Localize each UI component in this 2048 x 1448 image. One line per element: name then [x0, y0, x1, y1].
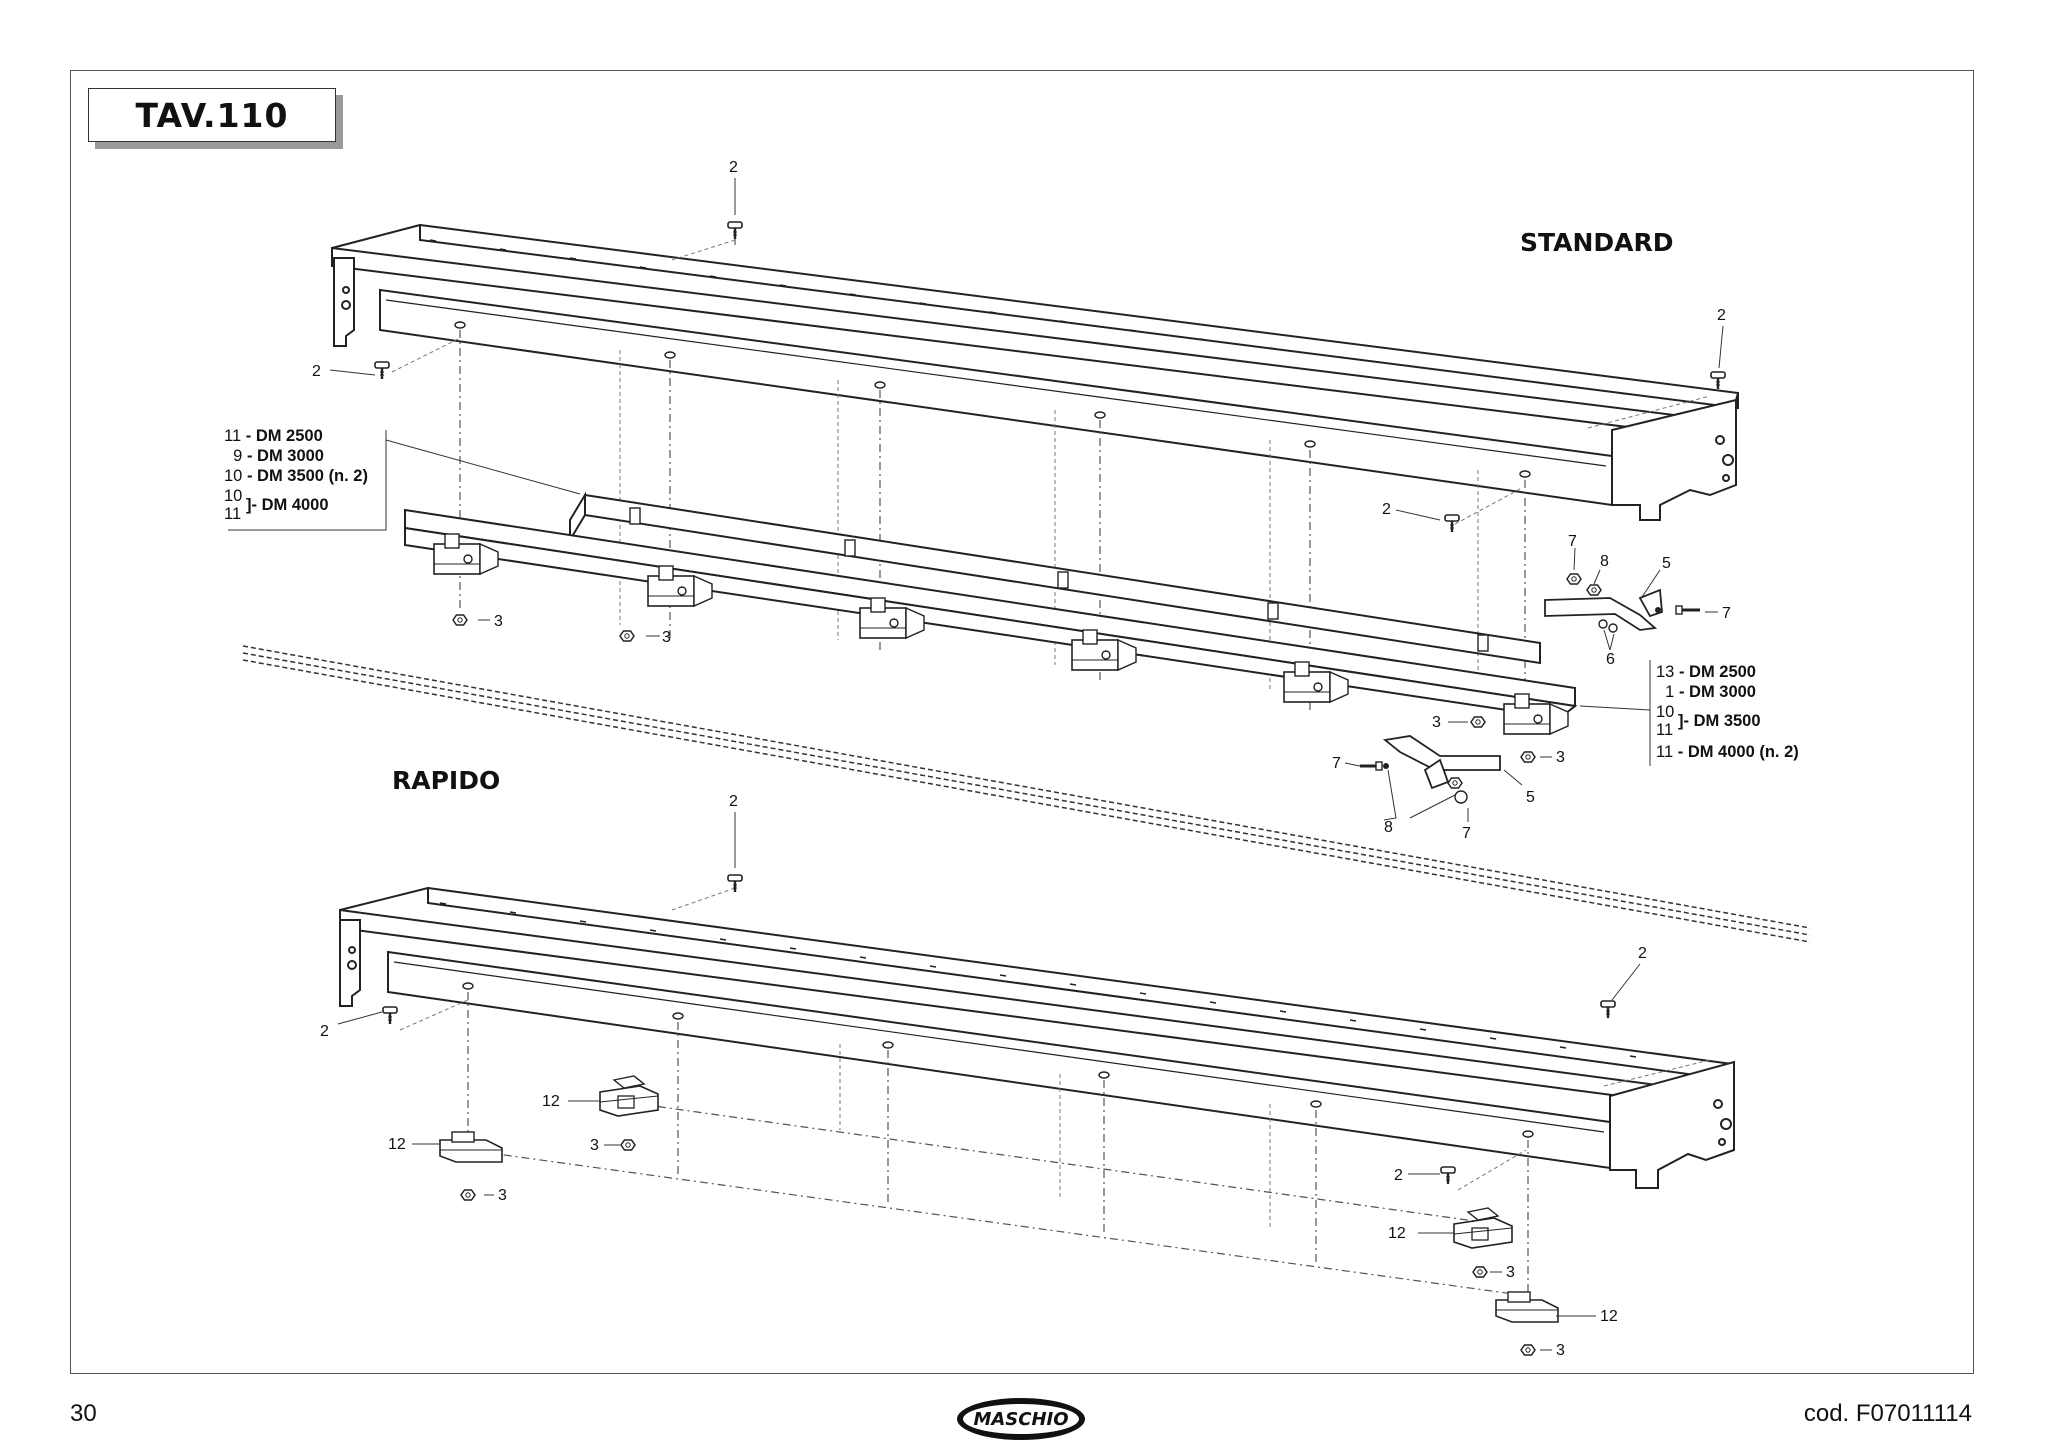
nut-icon — [1520, 1344, 1536, 1356]
callout-label: 2 — [1717, 307, 1726, 324]
legend-row: 11 - DM 4000 (n. 2) — [1656, 743, 1799, 761]
legend-row-pair: 10 11 ]- DM 4000 — [224, 487, 329, 523]
side-stop-lower — [1382, 735, 1501, 790]
standard-frame — [331, 223, 1739, 521]
callout-label: 7 — [1722, 605, 1731, 622]
nut-icon — [619, 630, 635, 642]
washer-icon — [1566, 573, 1582, 585]
washer-icon — [1447, 777, 1463, 789]
nut-icon — [460, 1189, 476, 1201]
nut-icon — [1520, 751, 1536, 763]
screw-icon — [1360, 761, 1383, 771]
legend-row: 11 - DM 2500 — [224, 427, 323, 445]
document-code: cod. F07011114 — [1803, 1400, 1972, 1427]
section-divider — [242, 645, 1811, 943]
screw-icon — [1675, 605, 1700, 615]
callout-label: 6 — [1606, 651, 1615, 668]
callout-label: 8 — [1384, 819, 1393, 836]
washer-icon — [1586, 584, 1602, 596]
legend-row: 1 - DM 3000 — [1665, 683, 1756, 701]
callout-label: 7 — [1568, 533, 1577, 550]
callout-label: 8 — [1600, 553, 1609, 570]
bolt-icon — [1709, 370, 1727, 391]
callout-label: 3 — [1556, 749, 1565, 766]
nut-icon — [452, 614, 468, 626]
callout-label: 2 — [1394, 1167, 1403, 1184]
quick-clamp-icon — [439, 1131, 503, 1163]
bolt-icon — [381, 1005, 399, 1026]
quick-clamp-icon — [599, 1075, 659, 1117]
standard-angle-bars — [404, 491, 1578, 720]
callout-label: 2 — [312, 363, 321, 380]
maschio-logo: MASCHIO — [957, 1398, 1085, 1440]
bolt-icon — [726, 873, 744, 894]
nut-icon — [620, 1139, 636, 1151]
callout-label: 7 — [1462, 825, 1471, 842]
rapido-frame — [339, 886, 1735, 1189]
bolt-icon — [373, 360, 391, 381]
callout-label: 3 — [498, 1187, 507, 1204]
callout-label: 3 — [1432, 714, 1441, 731]
callout-label: 2 — [729, 159, 738, 176]
section-rapido-title: RAPIDO — [392, 766, 501, 795]
section-standard-title: STANDARD — [1520, 228, 1674, 257]
callout-label: 3 — [590, 1137, 599, 1154]
legend-row: 13 - DM 2500 — [1656, 663, 1756, 681]
callout-label: 12 — [1600, 1308, 1618, 1325]
page-frame — [70, 70, 1974, 1374]
table-title: TAV.110 — [88, 88, 336, 142]
nut-icon — [1472, 1266, 1488, 1278]
quick-clamp-icon — [1453, 1207, 1513, 1249]
callout-label: 5 — [1526, 789, 1535, 806]
callout-label: 3 — [1506, 1264, 1515, 1281]
bolt-icon — [726, 220, 744, 241]
callout-label: 2 — [729, 793, 738, 810]
callout-label: 12 — [1388, 1225, 1406, 1242]
page-number: 30 — [70, 1400, 97, 1427]
callout-label: 12 — [542, 1093, 560, 1110]
leader-lines — [228, 178, 1724, 1351]
legend-left: 11 - DM 2500 9 - DM 3000 10 - DM 3500 (n… — [224, 426, 368, 526]
callout-label: 12 — [388, 1136, 406, 1153]
callout-label: 3 — [1556, 1342, 1565, 1359]
logo-text: MASCHIO — [973, 1408, 1069, 1430]
callout-label: 3 — [662, 629, 671, 646]
quick-clamp-icon — [1495, 1291, 1559, 1323]
rapido-centerlines — [467, 992, 1529, 1297]
legend-row: 9 - DM 3000 — [233, 447, 324, 465]
callout-label: 3 — [494, 613, 503, 630]
legend-right: 13 - DM 2500 1 - DM 3000 10 11 ]- DM 350… — [1656, 662, 1799, 762]
callout-label: 2 — [1382, 501, 1391, 518]
bolt-icon — [1439, 1165, 1457, 1186]
callout-label: 7 — [1332, 755, 1341, 772]
nut-icon — [1470, 716, 1486, 728]
bolt-icon — [1599, 999, 1617, 1020]
callouts: 2 2 2 2 3 3 7 8 5 7 6 3 3 7 5 8 7 2 2 2 … — [312, 159, 1731, 1359]
callout-label: 2 — [1638, 945, 1647, 962]
callout-label: 2 — [320, 1023, 329, 1040]
callout-label: 5 — [1662, 555, 1671, 572]
legend-row: 10 - DM 3500 (n. 2) — [224, 467, 368, 485]
legend-row-pair: 10 11 ]- DM 3500 — [1656, 703, 1761, 739]
